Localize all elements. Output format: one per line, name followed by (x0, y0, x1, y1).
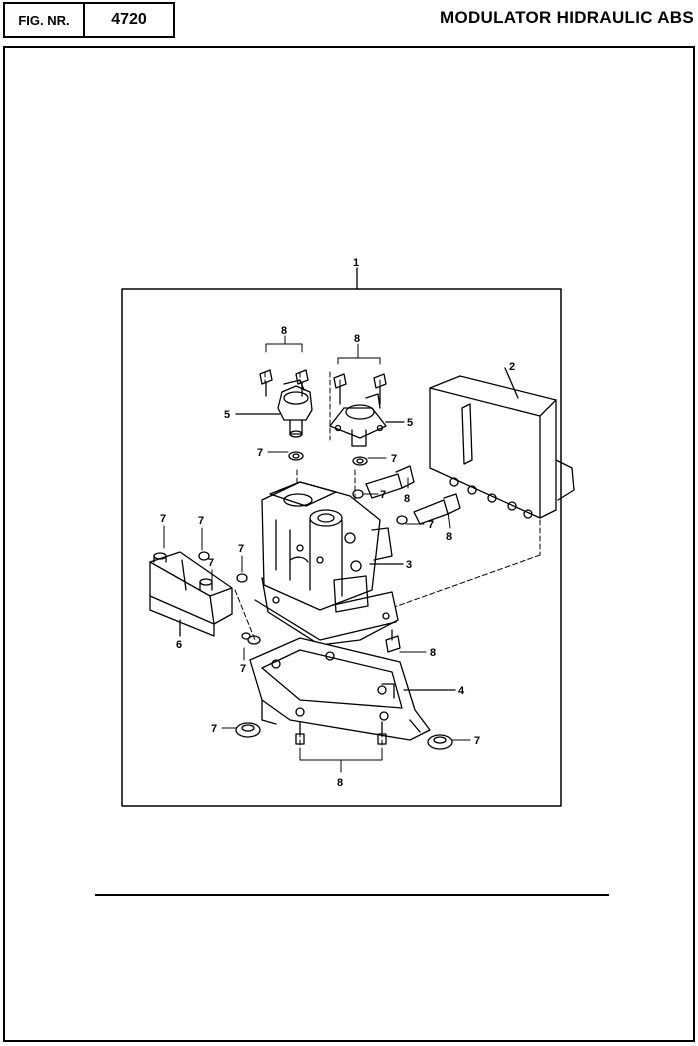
callout-7: 7 (474, 735, 480, 747)
part-screws (259, 369, 461, 745)
callout-5-right: 5 (407, 417, 413, 429)
callout-7: 7 (160, 513, 166, 525)
drawing-frame (3, 46, 695, 1042)
callout-3: 3 (406, 559, 412, 571)
callout-7: 7 (257, 447, 263, 459)
callout-2: 2 (509, 361, 515, 373)
notes-divider (95, 894, 609, 896)
part-seals (198, 451, 453, 750)
callout-5-left: 5 (224, 409, 230, 421)
callout-8: 8 (354, 333, 360, 345)
callout-7: 7 (238, 543, 244, 555)
part-relay-block (149, 551, 233, 637)
part-sensor-right (329, 393, 387, 447)
callout-1: 1 (353, 257, 359, 269)
callout-8: 8 (446, 531, 452, 543)
callout-7: 7 (380, 489, 386, 501)
leader-lines (163, 335, 471, 773)
page-title: MODULATOR HIDRAULIC ABS (439, 8, 694, 27)
callout-8: 8 (404, 493, 410, 505)
assembly-boundary (121, 288, 562, 807)
callout-8: 8 (281, 325, 287, 337)
callout-8: 8 (430, 647, 436, 659)
callout-8: 8 (337, 777, 343, 789)
callout-6: 6 (176, 639, 182, 651)
figure-number: 4720 (111, 11, 147, 28)
callout-4: 4 (458, 685, 465, 697)
callout-7: 7 (208, 557, 214, 569)
part-valve-body (254, 481, 399, 646)
part-sensor-left (277, 379, 313, 438)
callout-7: 7 (240, 663, 246, 675)
callout-7: 7 (391, 453, 397, 465)
leader-2 (504, 367, 519, 399)
callout-7: 7 (211, 723, 217, 735)
callout-7: 7 (198, 515, 204, 527)
figure-label: FIG. NR. (5, 4, 85, 36)
part-ecu-box (429, 375, 575, 519)
part-bracket (249, 637, 431, 741)
callout-7: 7 (428, 519, 434, 531)
figure-number-box: FIG. NR. 4720 (3, 2, 175, 38)
